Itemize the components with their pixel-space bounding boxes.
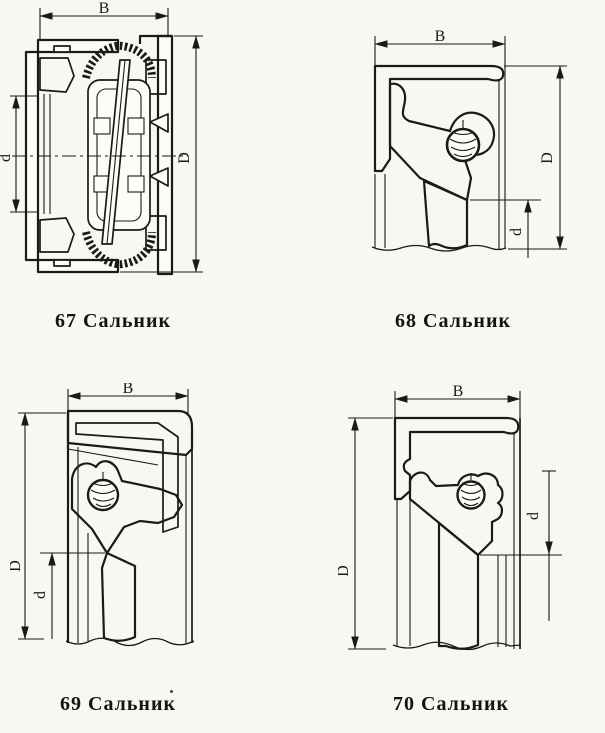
shaft-section <box>437 521 480 650</box>
figure-70-caption: 70 Сальник <box>393 693 509 715</box>
corrugated-dome-top <box>82 41 156 80</box>
shaft-section <box>100 551 137 642</box>
figure-69: B D d <box>10 383 225 683</box>
shaft-section <box>422 179 469 250</box>
clip <box>149 167 169 187</box>
rubber-pad <box>39 57 75 93</box>
rubber-pad <box>145 59 167 95</box>
figure-69-caption: 69 Сальник <box>60 693 176 715</box>
dim-label-B: B <box>99 0 110 17</box>
break-line <box>371 244 507 252</box>
metal-insert-section <box>75 422 179 533</box>
rubber-body-section <box>408 471 504 557</box>
dim-label-d: d <box>32 591 49 599</box>
seal-case-section <box>24 34 174 276</box>
figure-68: B d D <box>358 28 605 290</box>
dimension-inner-d: d <box>470 199 541 258</box>
print-speck <box>170 690 173 693</box>
dim-label-d: d <box>525 512 542 520</box>
dimension-inner-d: d <box>32 552 105 639</box>
figure-68-drawing: B d D <box>371 28 567 258</box>
rubber-body-section <box>388 82 496 202</box>
dim-label-d: d <box>0 154 14 162</box>
dimension-outer-D: D <box>338 417 393 650</box>
metal-case-section <box>373 64 505 173</box>
garter-spring <box>86 472 120 512</box>
figure-70-drawing: B D d <box>338 383 562 651</box>
rubber-cover-section <box>66 409 194 457</box>
figure-68-caption: 68 Сальник <box>395 310 511 332</box>
dim-label-D: D <box>338 565 352 577</box>
garter-spring <box>445 120 481 163</box>
dim-label-B: B <box>435 28 446 45</box>
dim-label-D: D <box>539 152 556 164</box>
dim-label-B: B <box>123 383 134 397</box>
dim-label-D: D <box>10 560 24 572</box>
dim-label-d: d <box>508 228 525 236</box>
dimension-width-B: B <box>394 383 521 418</box>
dimension-width-B: B <box>67 383 189 413</box>
dimension-outer-D: D <box>10 412 66 640</box>
garter-spring <box>456 473 486 510</box>
figure-70: B D d <box>338 383 605 683</box>
figure-67: B d D <box>0 0 230 296</box>
break-line <box>65 637 195 647</box>
figure-67-drawing: B d D <box>0 0 203 276</box>
rubber-body-section <box>70 460 184 555</box>
dimension-inner-d: d <box>0 95 38 213</box>
figure-69-drawing: B D d <box>10 383 195 647</box>
dim-label-B: B <box>453 383 464 400</box>
break-line <box>392 641 522 651</box>
dimension-outer-D: D <box>120 35 203 273</box>
metal-case-section <box>393 416 520 501</box>
dimension-outer-D: D <box>504 65 567 250</box>
rubber-pad <box>145 215 167 251</box>
rubber-pad <box>39 217 75 253</box>
dimension-width-B: B <box>374 28 506 68</box>
dimension-inner-d: d <box>480 470 562 621</box>
figure-67-caption: 67 Сальник <box>55 310 171 332</box>
corrugated-dome-bottom <box>82 230 156 269</box>
dim-label-D: D <box>176 152 193 164</box>
clip <box>149 113 169 133</box>
